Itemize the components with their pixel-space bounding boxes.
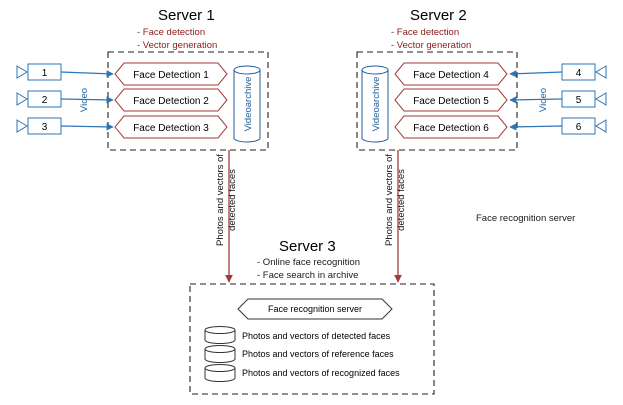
server-2-detector-5: Face Detection 5: [394, 88, 508, 112]
server-2-video-label: Video: [538, 88, 549, 112]
database-row-2: Photos and vectors of reference faces: [204, 345, 394, 363]
database-icon: [204, 345, 236, 363]
camera-1-label: 1: [42, 68, 48, 79]
camera-5-label: 5: [576, 95, 582, 106]
server-1-note-2: - Vector generation: [137, 40, 217, 51]
server-1-detector-3-label: Face Detection 3: [133, 123, 209, 134]
camera-1: 1: [16, 63, 62, 81]
server-1-detector-1: Face Detection 1: [114, 62, 228, 86]
database-icon: [204, 326, 236, 344]
video-arrow-2: [60, 96, 114, 104]
server-2-note-1: - Face detection: [391, 27, 459, 38]
camera-2-label: 2: [42, 95, 48, 106]
server-2-detector-4: Face Detection 4: [394, 62, 508, 86]
camera-1-icon: [16, 65, 28, 79]
database-icon: [204, 364, 236, 382]
camera-3-label: 3: [42, 122, 48, 133]
camera-2-icon: [16, 92, 28, 106]
server-2-detector-4-label: Face Detection 4: [413, 70, 489, 81]
video-arrow-5: [509, 96, 563, 104]
recognition-server-box: Face recognition server: [237, 298, 393, 320]
server-3-note-2: - Face search in archive: [257, 270, 358, 281]
database-1-label: Photos and vectors of detected faces: [242, 331, 391, 341]
server-2-title: Server 2: [410, 7, 467, 24]
server-1-boundary: [107, 51, 269, 151]
server-2: Server 2 - Face detection - Vector gener…: [356, 7, 607, 151]
server-3-title: Server 3: [279, 238, 336, 255]
link-right-label-line-1: Photos and vectors of: [384, 154, 395, 246]
database-row-3: Photos and vectors of recognized faces: [204, 364, 400, 382]
camera-3: 3: [16, 117, 62, 135]
database-2-label: Photos and vectors of reference faces: [242, 349, 394, 359]
video-arrow-1: [60, 70, 114, 78]
video-arrow-4: [509, 70, 563, 78]
link-server-1-to-3: Photos and vectors of detected faces: [215, 150, 238, 283]
server-1-videoarchive-icon: Videoarchive: [233, 65, 261, 143]
server-1-detector-2: Face Detection 2: [114, 88, 228, 112]
server-1: Server 1 - Face detection - Vector gener…: [16, 7, 269, 151]
camera-4-label: 4: [576, 68, 582, 79]
link-left-label-line-1: Photos and vectors of: [215, 154, 226, 246]
server-2-note-2: - Vector generation: [391, 40, 471, 51]
server-2-videoarchive-label: Videoarchive: [371, 77, 382, 132]
database-3-label: Photos and vectors of recognized faces: [242, 368, 400, 378]
server-1-detector-3: Face Detection 3: [114, 115, 228, 139]
server-1-note-1: - Face detection: [137, 27, 205, 38]
database-row-1: Photos and vectors of detected faces: [204, 326, 391, 344]
video-arrow-6: [509, 123, 563, 131]
server-3-boundary: [189, 283, 435, 395]
video-arrow-3: [60, 123, 114, 131]
server-3: Server 3 - Online face recognition - Fac…: [189, 238, 435, 395]
camera-5-icon: [595, 92, 607, 106]
server-1-videoarchive-label: Videoarchive: [243, 77, 254, 132]
camera-3-icon: [16, 119, 28, 133]
server-1-title: Server 1: [158, 7, 215, 24]
camera-5: 5: [561, 90, 607, 108]
camera-6-icon: [595, 119, 607, 133]
server-2-detector-6-label: Face Detection 6: [413, 123, 489, 134]
recognition-server-label: Face recognition server: [268, 304, 362, 314]
server-3-note-1: - Online face recognition: [257, 257, 360, 268]
server-1-detector-1-label: Face Detection 1: [133, 70, 209, 81]
link-server-2-to-3: Photos and vectors of detected faces: [384, 150, 407, 283]
server-2-detector-5-label: Face Detection 5: [413, 96, 489, 107]
camera-2: 2: [16, 90, 62, 108]
camera-4: 4: [561, 63, 607, 81]
server-1-detector-2-label: Face Detection 2: [133, 96, 209, 107]
floating-label: Face recognition server: [476, 213, 575, 224]
server-2-videoarchive-icon: Videoarchive: [361, 65, 389, 143]
link-left-label-line-2: detected faces: [227, 169, 238, 231]
link-right-label-line-2: detected faces: [396, 169, 407, 231]
server-2-boundary: [356, 51, 518, 151]
server-2-detector-6: Face Detection 6: [394, 115, 508, 139]
camera-6: 6: [561, 117, 607, 135]
camera-4-icon: [595, 65, 607, 79]
camera-6-label: 6: [576, 122, 582, 133]
